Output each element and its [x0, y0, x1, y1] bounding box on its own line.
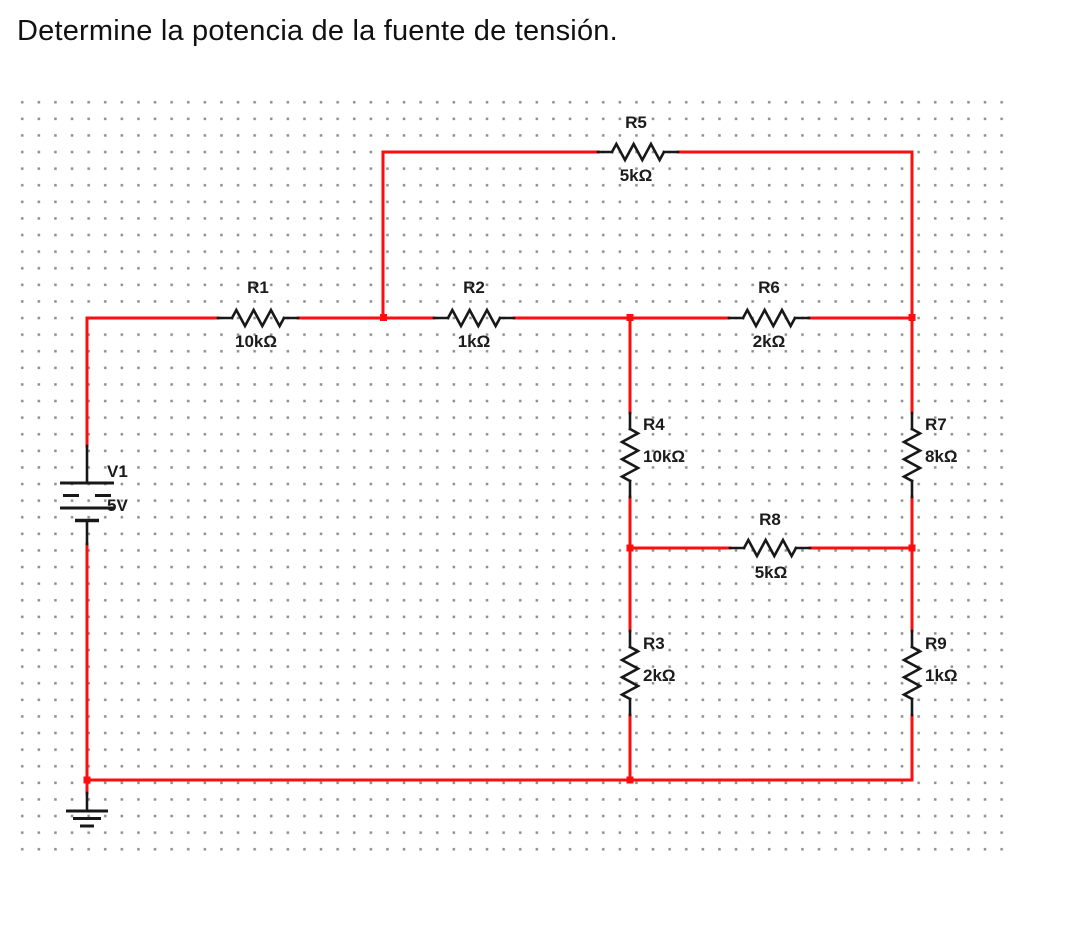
resistor-zigzag [742, 537, 798, 559]
wire-top-rail [676, 150, 914, 415]
resistor-r9-value: 1kΩ [925, 666, 958, 685]
resistor-r7-name: R7 [925, 415, 947, 434]
resistor-r6-name: R6 [758, 278, 780, 297]
resistor-r9-name: R9 [925, 634, 947, 653]
junction-dot [626, 776, 634, 784]
resistor-zigzag [901, 645, 923, 701]
wire-top-branch [381, 150, 600, 320]
resistor-r3-value: 2kΩ [643, 666, 676, 685]
resistor-zigzag [446, 307, 502, 329]
wires [85, 150, 914, 795]
junction-dot [626, 544, 634, 552]
resistor-zigzag [741, 307, 797, 329]
resistor-r6 [727, 307, 811, 329]
resistor-zigzag [230, 307, 286, 329]
resistor-r8 [728, 537, 812, 559]
resistor-r8-value: 5kΩ [755, 563, 788, 582]
resistor-r3 [619, 629, 641, 717]
resistor-r1-name: R1 [247, 278, 269, 297]
resistor-r5 [596, 141, 680, 163]
resistor-r6-value: 2kΩ [753, 332, 786, 351]
voltage-source-v1 [60, 444, 114, 546]
junction-dot [908, 544, 916, 552]
resistor-zigzag [610, 141, 666, 163]
resistor-r7-value: 8kΩ [925, 447, 958, 466]
resistor-r5-value: 5kΩ [620, 166, 653, 185]
junction-dot [908, 314, 916, 321]
resistor-r4-value: 10kΩ [643, 447, 685, 466]
resistor-zigzag [619, 427, 641, 483]
resistor-r2-value: 1kΩ [458, 332, 491, 351]
resistor-r2-name: R2 [463, 278, 485, 297]
resistor-r8-name: R8 [759, 510, 781, 529]
labels: R1 10kΩ R2 1kΩ R3 2kΩ R4 10kΩ R5 5kΩ R6 … [107, 113, 958, 685]
resistor-zigzag [901, 427, 923, 483]
junctions [83, 314, 916, 784]
dot-grid [14, 94, 1004, 854]
page-title: Determine la potencia de la fuente de te… [17, 15, 618, 47]
resistor-r2 [432, 307, 516, 329]
resistor-r4 [619, 411, 641, 499]
source-v1-name: V1 [107, 462, 128, 481]
resistor-r3-name: R3 [643, 634, 665, 653]
resistor-r1 [216, 307, 300, 329]
source-v1-value: 5V [107, 496, 128, 515]
ground-symbol [66, 791, 108, 828]
resistor-zigzag [619, 645, 641, 701]
junction-dot [83, 776, 91, 784]
resistor-r5-name: R5 [625, 113, 647, 132]
junction-dot [380, 314, 387, 321]
resistor-r9 [901, 629, 923, 717]
junction-dot [626, 314, 634, 321]
resistor-r4-name: R4 [643, 415, 665, 434]
resistor-r1-value: 10kΩ [235, 332, 277, 351]
resistor-r7 [901, 411, 923, 499]
